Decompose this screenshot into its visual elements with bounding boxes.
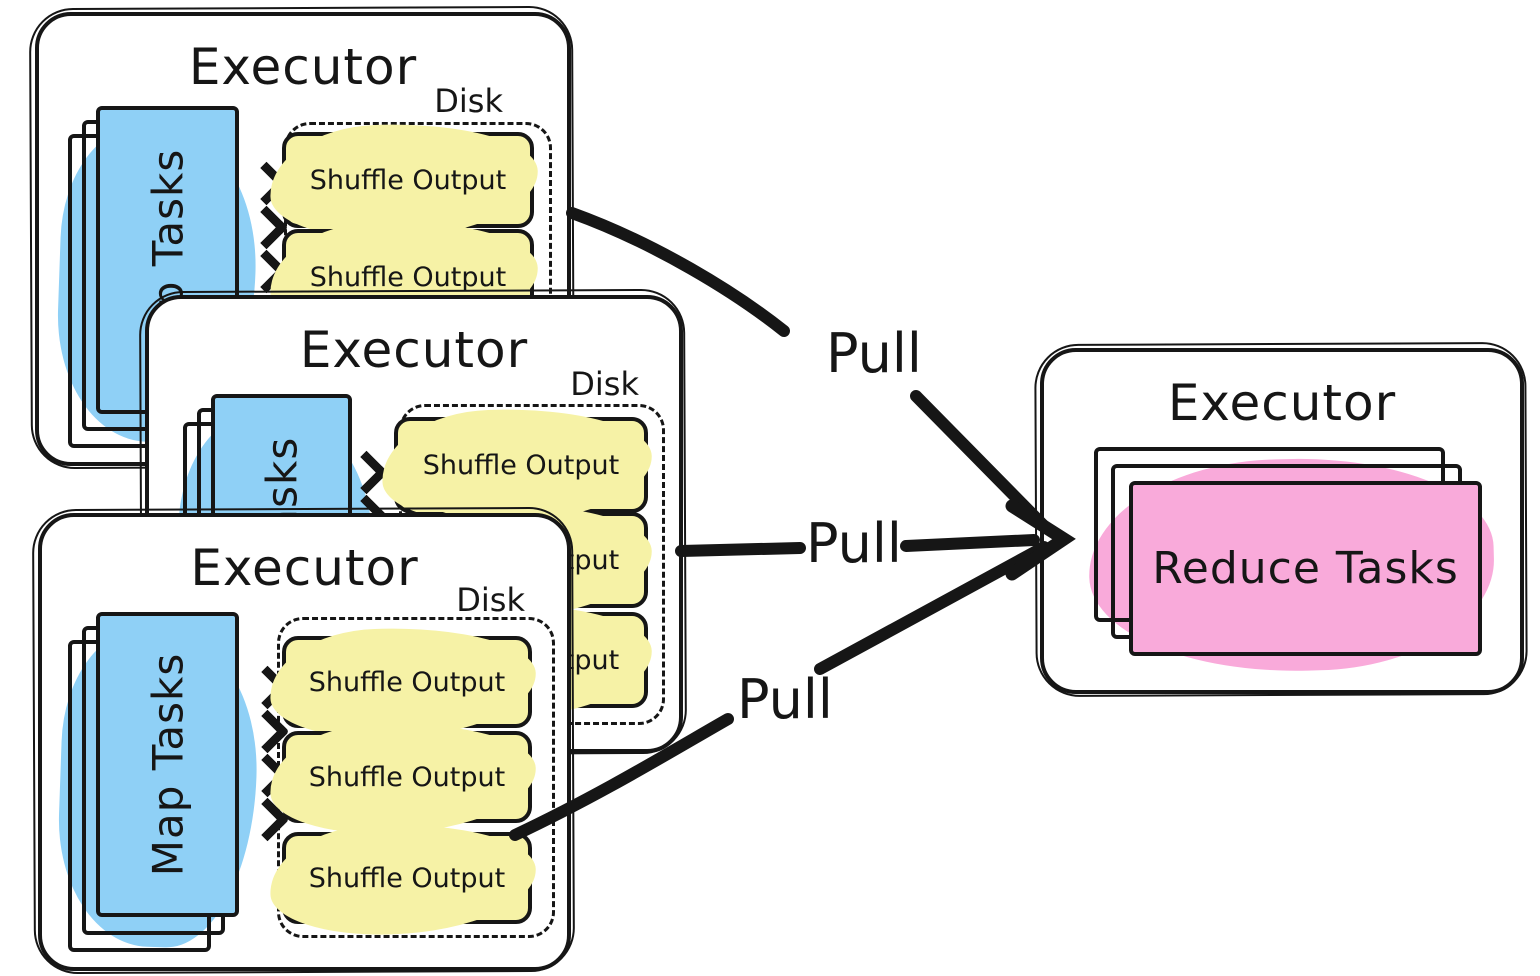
executor-reduce: Executor Reduce Tasks [1040, 348, 1524, 694]
shuffle-output-label: Shuffle Output [308, 761, 506, 793]
shuffle-output-label: Shuffle Output [308, 666, 506, 698]
pull-label: Pull [826, 322, 922, 385]
reduce-tasks-stack: Reduce Tasks [1084, 447, 1514, 677]
disk-label: Disk [456, 581, 525, 619]
pull-arrow-middle [675, 542, 806, 557]
map-tasks-label: Map Tasks [143, 652, 193, 877]
map-tasks-card: Map Tasks [96, 612, 239, 917]
executor-title: Executor [188, 38, 418, 96]
shuffle-output-label: Shuffle Output [308, 862, 506, 894]
pull-label: Pull [806, 512, 902, 575]
reduce-tasks-card: Reduce Tasks [1129, 481, 1482, 656]
shuffle-output-box: Shuffle Output [282, 832, 532, 924]
shuffle-output-label: Shuffle Output [309, 261, 507, 293]
shuffle-output-label: Shuffle Output [309, 164, 507, 196]
executor-title: Executor [1167, 374, 1397, 432]
shuffle-output-box: Shuffle Output [282, 731, 532, 823]
shuffle-output-label: Shuffle Output [422, 449, 620, 481]
reduce-tasks-label: Reduce Tasks [1152, 543, 1459, 594]
map-tasks-stack: Map Tasks [54, 599, 270, 952]
disk-label: Disk [570, 365, 639, 403]
shuffle-output-box: Shuffle Output [282, 132, 534, 228]
disk-label: Disk [434, 82, 503, 120]
pull-arrow-top [910, 390, 1052, 534]
executor-title: Executor [299, 321, 529, 379]
shuffle-output-box: Shuffle Output [394, 417, 648, 513]
chevron-right-icon [344, 450, 389, 495]
executor-map-3: Executor Disk Map Tasks Shuffle Output S… [38, 513, 571, 971]
pull-arrow-middle [900, 534, 1040, 552]
pull-label: Pull [737, 668, 833, 731]
executor-title: Executor [190, 539, 419, 597]
shuffle-output-box: Shuffle Output [282, 636, 532, 728]
